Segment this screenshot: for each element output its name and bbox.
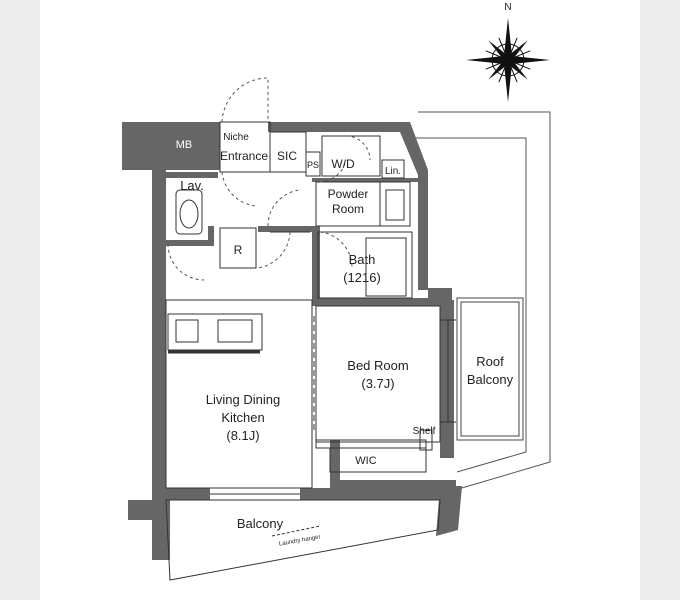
label-ldk-size: (8.1J) bbox=[226, 428, 259, 443]
floor-plan: N MB Niche Entrance SIC PS W/D Lin. Lav.… bbox=[122, 2, 551, 581]
label-wic: WIC bbox=[355, 455, 376, 467]
label-powder-2: Room bbox=[332, 202, 364, 216]
label-mb: MB bbox=[176, 139, 193, 151]
label-ldk-2: Kitchen bbox=[221, 410, 264, 425]
roof-balcony-area bbox=[456, 297, 524, 441]
door-swings bbox=[167, 77, 371, 281]
label-niche: Niche bbox=[223, 132, 249, 143]
label-lin: Lin. bbox=[385, 166, 401, 177]
walls bbox=[122, 122, 462, 560]
label-lav: Lav. bbox=[180, 178, 204, 193]
label-ldk-1: Living Dining bbox=[206, 392, 280, 407]
label-powder-1: Powder bbox=[328, 187, 369, 201]
partitions bbox=[165, 121, 456, 581]
label-bath: Bath bbox=[349, 252, 376, 267]
label-shelf: Shelf bbox=[413, 426, 436, 437]
compass-north-label: N bbox=[504, 2, 511, 13]
label-roof-1: Roof bbox=[476, 354, 504, 369]
label-ps: PS bbox=[307, 160, 319, 170]
room-labels: MB Niche Entrance SIC PS W/D Lin. Lav. P… bbox=[176, 132, 514, 548]
label-entrance: Entrance bbox=[220, 149, 268, 163]
floor-plan-frame: N MB Niche Entrance SIC PS W/D Lin. Lav.… bbox=[40, 0, 640, 600]
label-roof-2: Balcony bbox=[467, 372, 514, 387]
label-laundry-hanger: Laundry hanger bbox=[279, 534, 321, 547]
label-sic: SIC bbox=[277, 149, 297, 163]
label-bath-size: (1216) bbox=[343, 270, 381, 285]
label-bedroom: Bed Room bbox=[347, 358, 408, 373]
label-r: R bbox=[234, 243, 243, 257]
label-balcony: Balcony bbox=[237, 516, 284, 531]
north-compass-icon bbox=[466, 18, 550, 102]
label-bedroom-size: (3.7J) bbox=[361, 376, 394, 391]
label-wd: W/D bbox=[331, 157, 355, 171]
site-boundary bbox=[410, 111, 551, 491]
